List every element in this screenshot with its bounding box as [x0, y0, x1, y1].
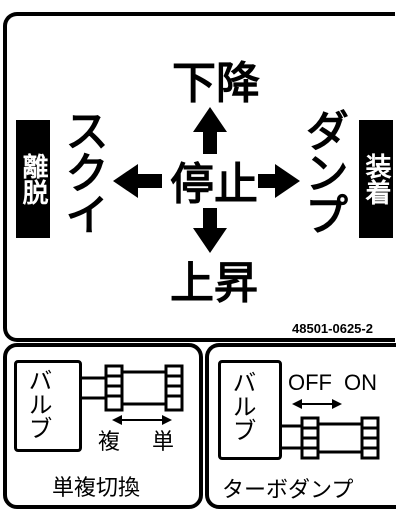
detach-badge: 離脱	[16, 120, 50, 238]
arrow-up-icon	[193, 107, 227, 154]
lower-label: 下降	[172, 58, 260, 109]
single-mode-label: 単	[152, 430, 175, 455]
arrow-right-icon	[258, 164, 300, 198]
arrow-left-icon	[113, 164, 162, 198]
arrow-down-icon	[193, 208, 227, 253]
valve-box-right	[218, 360, 282, 460]
mode-switch-panel	[3, 343, 203, 509]
attach-badge: 装着	[359, 120, 393, 238]
stop-label: 停止	[170, 159, 258, 210]
dump-label: ダンプ	[297, 108, 348, 234]
direction-panel	[3, 12, 395, 342]
valve-text-left: バルブ	[24, 368, 52, 440]
raise-label: 上昇	[170, 258, 258, 309]
scoop-label: スクイ	[57, 108, 108, 234]
turbo-dump-caption: ターボダンプ	[222, 478, 354, 503]
on-label: ON	[344, 370, 377, 395]
part-number: 48501-0625-2	[292, 321, 373, 336]
off-label: OFF	[288, 370, 332, 395]
turbo-dump-panel	[205, 343, 396, 509]
multi-mode-label: 複	[98, 430, 121, 455]
valve-box-left	[14, 360, 82, 452]
valve-text-right: バルブ	[228, 370, 256, 442]
mode-switch-caption: 単複切換	[52, 476, 141, 501]
